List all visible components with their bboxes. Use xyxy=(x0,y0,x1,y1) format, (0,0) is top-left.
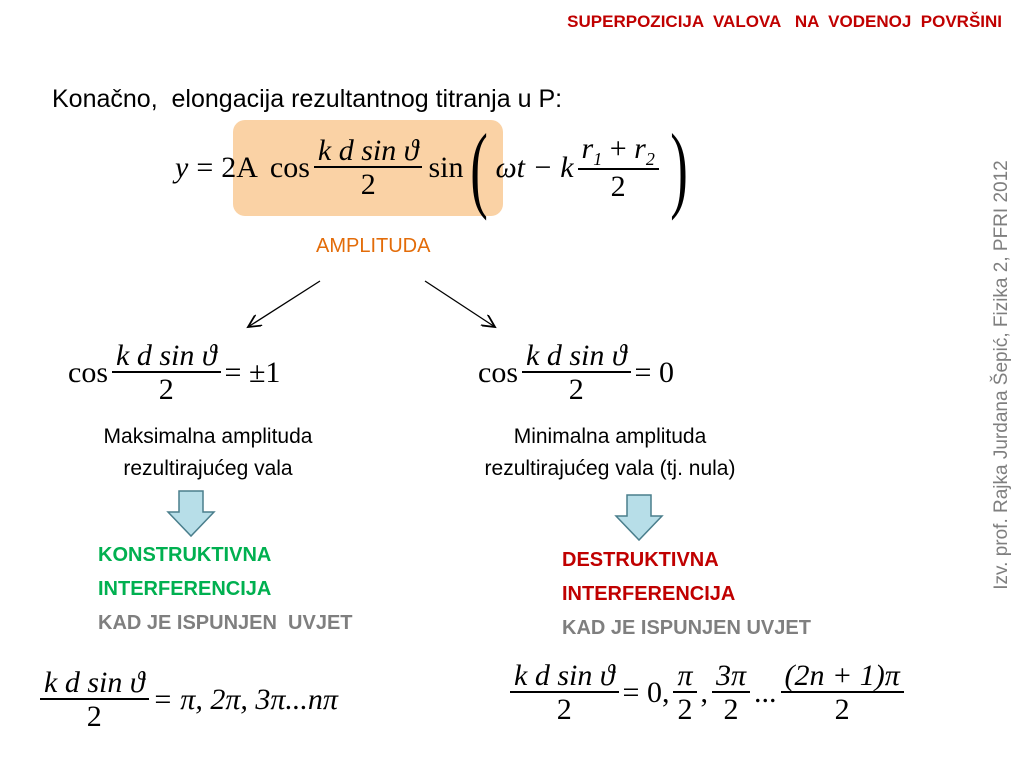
constructive-condition-equation: k d sin ϑ 2 = π, 2π, 3π...nπ xyxy=(36,655,338,745)
destructive-frac1: π 2 xyxy=(673,660,697,727)
amplitude-label: AMPLITUDA xyxy=(316,235,431,257)
eq-amp-num: k d sin ϑ xyxy=(313,135,423,169)
constructive-rhs: = π, 2π, 3π...nπ xyxy=(152,683,338,716)
destructive-frac2: 3π 2 xyxy=(712,660,751,727)
min-den: 2 xyxy=(568,373,584,407)
destructive-line1: DESTRUKTIVNA xyxy=(562,549,719,571)
frac2-den: 2 xyxy=(723,693,739,727)
min-description: Minimalna amplituda rezultirajućeg vala … xyxy=(440,421,780,485)
constructive-line2: INTERFERENCIJA xyxy=(98,578,272,600)
frac1-den: 2 xyxy=(677,693,693,727)
eq-amp-den: 2 xyxy=(360,168,376,202)
destructive-den: 2 xyxy=(556,693,572,727)
constructive-block: KONSTRUKTIVNA INTERFERENCIJA KAD JE ISPU… xyxy=(98,538,353,640)
frac3-den: 2 xyxy=(834,693,850,727)
destructive-dots: ... xyxy=(754,676,777,709)
max-desc-line2: rezultirajućeg vala xyxy=(123,457,293,480)
eq-sin: sin xyxy=(428,151,464,184)
destructive-sep: , xyxy=(700,676,709,709)
min-amplitude-equation: cos k d sin ϑ 2 = 0 xyxy=(478,332,674,414)
max-desc-line1: Maksimalna amplituda xyxy=(103,425,313,448)
eq-cos: cos xyxy=(269,151,310,184)
constructive-num: k d sin ϑ xyxy=(40,667,149,701)
destructive-line2: INTERFERENCIJA xyxy=(562,583,736,605)
min-fraction: k d sin ϑ 2 xyxy=(522,340,631,407)
destructive-condition-label: KAD JE ISPUNJEN UVJET xyxy=(562,617,811,639)
intro-text: Konačno, elongacija rezultantnog titranj… xyxy=(52,85,563,113)
constructive-condition-label: KAD JE ISPUNJEN UVJET xyxy=(98,612,353,634)
min-desc-line1: Minimalna amplituda xyxy=(513,425,707,448)
down-arrow-icon xyxy=(166,490,216,538)
destructive-num: k d sin ϑ xyxy=(510,660,619,694)
destructive-block: DESTRUKTIVNA INTERFERENCIJA KAD JE ISPUN… xyxy=(562,543,811,645)
max-rhs: = ±1 xyxy=(224,356,281,389)
eq-amplitude-fraction: k d sin ϑ 2 xyxy=(313,135,423,202)
destructive-eq0: = 0, xyxy=(622,676,670,709)
max-num: k d sin ϑ xyxy=(112,340,221,374)
constructive-den: 2 xyxy=(86,700,102,734)
main-equation: y = 2A cos k d sin ϑ 2 sin ( ωt − k r1 +… xyxy=(175,120,695,216)
min-cos: cos xyxy=(478,356,518,389)
eq-r-den: 2 xyxy=(610,170,626,204)
eq-right-paren: ) xyxy=(670,114,688,221)
constructive-fraction: k d sin ϑ 2 xyxy=(40,667,149,734)
destructive-fraction: k d sin ϑ 2 xyxy=(510,660,619,727)
arrow-right xyxy=(424,280,495,327)
eq-equals: = xyxy=(196,151,214,184)
eq-left-paren: ( xyxy=(470,114,489,221)
author-credit: Izv. prof. Rajka Jurdana Šepić, Fizika 2… xyxy=(991,160,1012,590)
max-description: Maksimalna amplituda rezultirajućeg vala xyxy=(58,421,358,485)
eq-r-num: r1 + r2 xyxy=(577,132,659,171)
eq-coef: 2A xyxy=(221,151,258,184)
min-num: k d sin ϑ xyxy=(522,340,631,374)
down-arrow-icon xyxy=(614,494,664,542)
frac1-num: π xyxy=(673,660,697,694)
constructive-line1: KONSTRUKTIVNA xyxy=(98,544,272,566)
eq-r-fraction: r1 + r2 2 xyxy=(577,132,659,204)
eq-omega-t: ωt − k xyxy=(495,151,574,184)
max-fraction: k d sin ϑ 2 xyxy=(112,340,221,407)
eq-lhs: y xyxy=(175,151,189,184)
min-desc-line2: rezultirajućeg vala (tj. nula) xyxy=(484,457,736,480)
max-amplitude-equation: cos k d sin ϑ 2 = ±1 xyxy=(68,332,280,414)
arrow-left xyxy=(248,280,321,327)
min-rhs: = 0 xyxy=(634,356,674,389)
frac3-num: (2n + 1)π xyxy=(780,660,904,694)
frac2-num: 3π xyxy=(712,660,751,694)
destructive-frac3: (2n + 1)π 2 xyxy=(780,660,904,727)
max-cos: cos xyxy=(68,356,108,389)
destructive-condition-equation: k d sin ϑ 2 = 0, π 2 , 3π 2 ... (2n + 1)… xyxy=(506,648,908,738)
slide-title: SUPERPOZICIJA VALOVA NA VODENOJ POVRŠINI xyxy=(567,12,1002,31)
max-den: 2 xyxy=(158,373,174,407)
